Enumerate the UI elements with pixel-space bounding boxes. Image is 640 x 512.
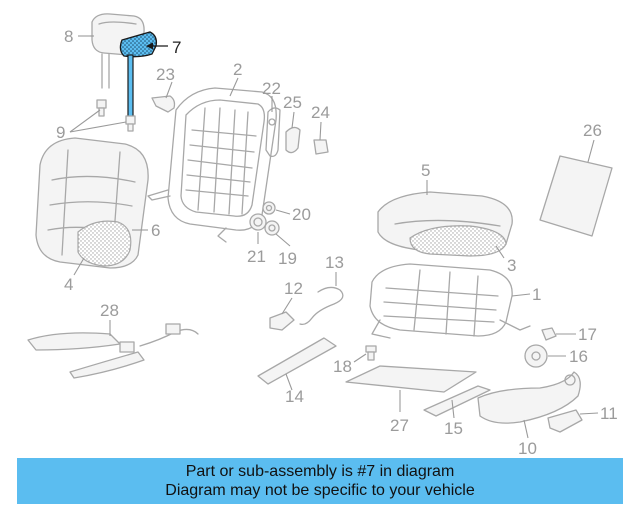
- callout-22: 22: [262, 79, 281, 98]
- callout-13: 13: [325, 253, 344, 272]
- callout-3: 3: [507, 256, 516, 275]
- side-trim-part-15: [423, 385, 491, 417]
- callout-1: 1: [532, 285, 541, 304]
- callout-4: 4: [64, 275, 73, 294]
- banner-line-part: Part or sub-assembly is #7 in diagram: [185, 463, 455, 480]
- bushing-part-21: [249, 213, 267, 231]
- clip-part-17: [541, 327, 557, 341]
- lumbar-part-28: [27, 323, 199, 379]
- callout-6: 6: [151, 221, 160, 240]
- seat-parts-diagram: 8 7 9 23 2 22 25 24 26 5 6 4 20 21 19 3 …: [27, 13, 618, 455]
- callout-12: 12: [284, 279, 303, 298]
- cushion-pad-part: [409, 225, 507, 257]
- callout-20: 20: [292, 205, 311, 224]
- callout-8: 8: [64, 27, 73, 46]
- bracket-part-23: [151, 95, 176, 113]
- rail-trim-part-14: [257, 337, 337, 385]
- callout-25: 25: [283, 93, 302, 112]
- recliner-link-part: [265, 107, 281, 158]
- clip-part-24: [313, 139, 329, 155]
- callout-14: 14: [285, 387, 304, 406]
- banner-line-disclaimer: Diagram may not be specific to your vehi…: [165, 482, 475, 499]
- info-banner: Part or sub-assembly is #7 in diagram Di…: [17, 458, 623, 504]
- bolt-part-18: [365, 345, 377, 361]
- callout-5: 5: [421, 161, 430, 180]
- callout-2: 2: [233, 60, 242, 79]
- callout-28: 28: [100, 301, 119, 320]
- callout-17: 17: [578, 325, 597, 344]
- callout-7: 7: [172, 38, 181, 57]
- callout-19: 19: [278, 249, 297, 268]
- cable-part: [299, 286, 344, 326]
- bushing-part-19: [264, 220, 280, 236]
- lever-part-11: [547, 409, 583, 433]
- knob-part-16: [524, 344, 548, 368]
- callout-16: 16: [569, 347, 588, 366]
- side-shield-part: [477, 371, 581, 424]
- callout-18: 18: [333, 357, 352, 376]
- callout-9: 9: [56, 123, 65, 142]
- back-board-part: [539, 155, 613, 237]
- switch-part-12: [269, 311, 295, 331]
- callout-26: 26: [583, 121, 602, 140]
- seat-cushion-frame-part: [369, 263, 531, 339]
- callout-21: 21: [247, 247, 266, 266]
- lever-cover-part: [285, 126, 301, 154]
- callout-11: 11: [600, 404, 618, 423]
- callout-24: 24: [311, 103, 330, 122]
- washer-part-20: [262, 201, 276, 215]
- callout-23: 23: [156, 65, 175, 84]
- callout-27: 27: [390, 416, 409, 435]
- back-pad-part: [77, 220, 132, 267]
- callout-15: 15: [444, 419, 463, 438]
- guide-pins-part: [96, 99, 136, 132]
- callout-10: 10: [518, 439, 537, 455]
- leader-lines: [69, 35, 599, 439]
- under-tray-part: [345, 365, 477, 393]
